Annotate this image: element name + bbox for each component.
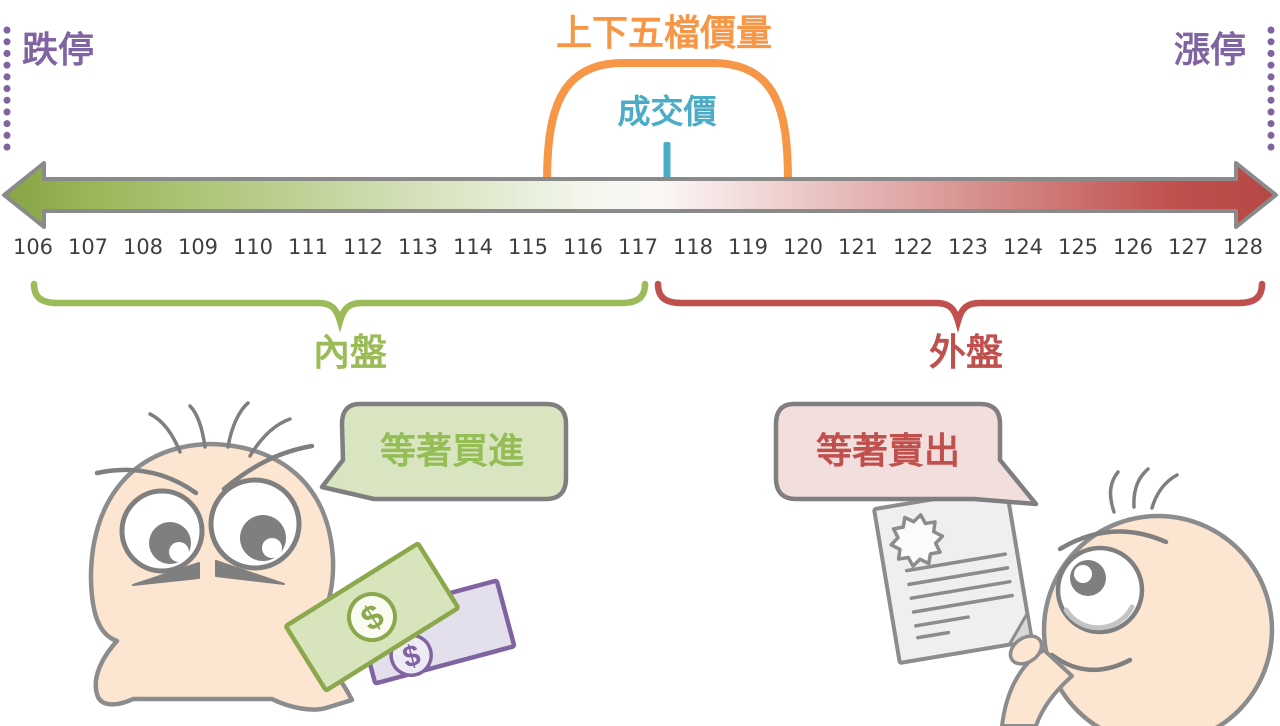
price-tick-label: 128 (1222, 235, 1264, 259)
price-tick-label: 125 (1057, 235, 1099, 259)
price-tick-label: 117 (617, 235, 659, 259)
price-tick-label: 115 (507, 235, 549, 259)
buy-speech-bubble (319, 401, 569, 502)
price-tick-label: 124 (1002, 235, 1044, 259)
five-level-bracket (543, 59, 792, 188)
buyer-left-eye-highlight (169, 542, 189, 562)
buyer-right-eyebrow (221, 443, 315, 492)
price-tick-label: 123 (947, 235, 989, 259)
price-tick-label: 110 (232, 235, 274, 259)
price-tick-label: 111 (287, 235, 329, 259)
buyer-hair (148, 401, 292, 458)
price-tick-label: 126 (1112, 235, 1154, 259)
deal-price-tick (663, 142, 671, 183)
price-tick-label: 122 (892, 235, 934, 259)
buyer-mustache-right (215, 560, 285, 585)
price-tick-label: 106 (12, 235, 54, 259)
green-banknote-circle (347, 592, 397, 642)
stock-certificate (872, 485, 1034, 665)
price-tick-label: 119 (727, 235, 769, 259)
price-tick-label: 108 (122, 235, 164, 259)
price-tick-label: 114 (452, 235, 494, 259)
waiting-to-sell-label: 等著賣出 (815, 430, 961, 471)
outer-market-label: 外盤 (929, 332, 1003, 373)
seal-icon (889, 513, 945, 568)
waiting-to-buy-label: 等著買進 (379, 430, 525, 471)
price-tick-label: 109 (177, 235, 219, 259)
price-tick-label: 112 (342, 235, 384, 259)
seller-arm (1000, 648, 1074, 726)
five-level-range-label: 上下五檔價量 (555, 12, 773, 53)
price-scale: 106 107 108 109 110 111 112 113 114 115 116 117 118 1… (8, 233, 1268, 261)
seller-hair (1108, 467, 1179, 514)
buyer-character (88, 401, 355, 712)
price-tick-label: 121 (837, 235, 879, 259)
price-tick-label: 107 (67, 235, 109, 259)
outer-market-brace (654, 280, 1266, 333)
price-tick-label: 127 (1167, 235, 1209, 259)
certificate-text-lines (904, 552, 1014, 640)
seller-eyebrow (1057, 529, 1169, 552)
deal-price-label: 成交價 (617, 93, 717, 130)
limit-down-label: 跌停 (22, 29, 95, 70)
certificate-paper (872, 485, 1034, 665)
seller-cheek-line (1049, 652, 1133, 673)
buyer-left-eyebrow (94, 467, 199, 496)
price-axis-arrow (2, 161, 1278, 229)
seller-hand (1008, 634, 1044, 666)
limit-up-label: 漲停 (1173, 29, 1246, 70)
seller-eye-highlight (1074, 565, 1092, 583)
seller-character (1000, 467, 1275, 726)
price-tick-label: 118 (672, 235, 714, 259)
buyer-right-eye-highlight (262, 538, 282, 558)
inner-market-label: 內盤 (313, 332, 387, 373)
price-tick-label: 113 (397, 235, 439, 259)
inner-market-brace (30, 280, 649, 333)
green-banknote: $ (284, 541, 460, 693)
price-tick-label: 120 (782, 235, 824, 259)
sell-speech-bubble (773, 401, 1039, 507)
price-tick-label: 116 (562, 235, 604, 259)
seller-eye-shadow (1063, 604, 1135, 631)
buyer-mustache-left (132, 562, 200, 586)
